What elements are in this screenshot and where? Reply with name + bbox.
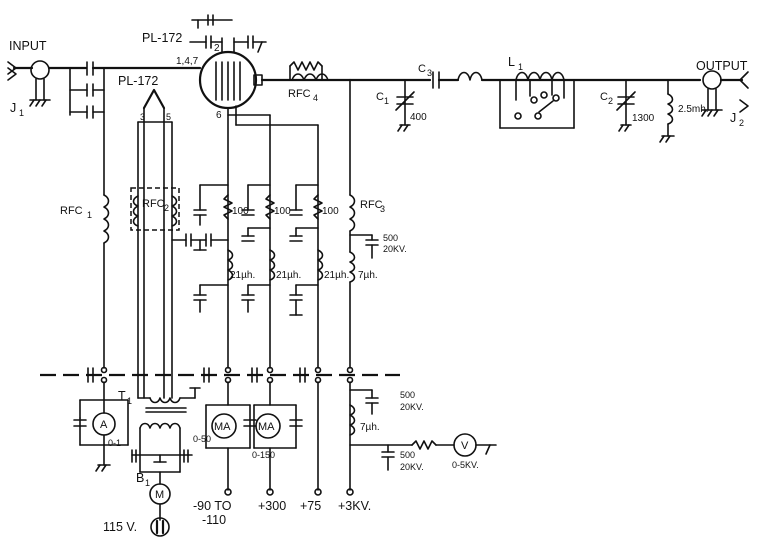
cap500b-top: 500 xyxy=(400,390,415,400)
cap500c-top: 500 xyxy=(400,450,415,460)
pin2-label: 2 xyxy=(214,43,220,54)
rfc3-label: RFC xyxy=(360,199,383,211)
cap500c-bottom: 20KV. xyxy=(400,462,424,472)
meter-ma2-label: MA xyxy=(258,421,275,433)
supply-terminals xyxy=(224,488,354,496)
pins-147-label: 1,4,7 xyxy=(176,56,199,67)
c2-value: 1300 xyxy=(632,113,655,124)
b1-subscript: 1 xyxy=(145,478,150,488)
ind7b-label: 7µh. xyxy=(360,422,380,433)
cap500b-bottom: 20KV. xyxy=(400,402,424,412)
screen-milliammeter xyxy=(253,404,303,491)
main-tube-pl-172 xyxy=(198,37,352,369)
output-tank-circuit xyxy=(348,71,702,132)
b1-label: B xyxy=(136,471,144,485)
supply-grid-label-b: -110 xyxy=(202,513,226,527)
grid-bias-network xyxy=(193,184,234,313)
ind21a-label: 21µh. xyxy=(230,270,255,281)
rfc1-choke xyxy=(103,194,110,369)
suppressor-bias-network xyxy=(289,184,324,316)
l1-label: L xyxy=(508,55,515,69)
rfc4-label: RFC xyxy=(288,88,311,100)
meter-a-label: A xyxy=(100,419,108,431)
rectifier-tube-pl-172 xyxy=(137,88,173,399)
chassis-divider xyxy=(40,366,400,491)
r100a-label: 100 xyxy=(232,206,249,217)
meter-ma2-range: 0-150 xyxy=(252,450,275,460)
tube-rect-label: PL-172 xyxy=(118,74,158,88)
c2-label: C xyxy=(600,91,608,103)
motor-label: M xyxy=(155,489,164,501)
mains-label: 115 V. xyxy=(103,520,137,534)
t1-filament-transformer xyxy=(131,387,201,537)
supply-grid-label-a: -90 TO xyxy=(193,499,232,513)
filament-ammeter xyxy=(73,399,129,472)
pin3-label: 3 xyxy=(140,112,145,122)
pin6-label: 6 xyxy=(216,110,222,121)
c2-subscript: 2 xyxy=(608,96,613,106)
meter-ma1-label: MA xyxy=(214,421,231,433)
output-choke-value: 2.5mh. xyxy=(678,104,709,115)
rfc2-choke xyxy=(130,187,180,231)
c3-label: C xyxy=(418,63,426,75)
ind21c-label: 21µh. xyxy=(324,270,349,281)
output-rf-choke xyxy=(659,79,675,143)
tube-main-label: PL-172 xyxy=(142,31,182,45)
tube-bypass-capacitors xyxy=(189,14,267,53)
cap500a-bottom: 20KV. xyxy=(383,244,407,254)
ind7a-label: 7µh. xyxy=(358,270,378,281)
input-label: INPUT xyxy=(9,39,47,53)
j2-subscript: 2 xyxy=(739,118,744,128)
rfc4-subscript: 4 xyxy=(313,93,318,103)
t1-label: T xyxy=(118,389,126,403)
meter-ma1-range: 0-50 xyxy=(193,434,211,444)
l1-tapped-coil xyxy=(499,71,575,129)
t1-subscript: 1 xyxy=(127,396,132,406)
j2-label: J xyxy=(730,111,736,125)
input-coupling-capacitors xyxy=(69,61,202,196)
c2-load-capacitor xyxy=(616,79,636,132)
supply-300-label: +300 xyxy=(258,499,286,513)
input-connector-j1 xyxy=(7,60,88,107)
pin5-label: 5 xyxy=(166,112,171,122)
l1-subscript: 1 xyxy=(518,62,523,72)
j1-subscript: 1 xyxy=(19,108,24,118)
rfc2-label: RFC xyxy=(142,198,165,210)
c3-subscript: 3 xyxy=(427,68,432,78)
rfc3-plate-choke xyxy=(349,79,379,369)
rfc2-subscript: 2 xyxy=(164,203,169,213)
output-label: OUTPUT xyxy=(696,59,748,73)
meter-v-label: V xyxy=(461,440,469,452)
rfc1-label: RFC xyxy=(60,205,83,217)
screen-bias-network xyxy=(241,184,276,313)
meter-a-range: 0-1 xyxy=(108,438,121,448)
c1-subscript: 1 xyxy=(384,96,389,106)
meter-v-range: 0-5KV. xyxy=(452,460,479,470)
hv-filter-network xyxy=(349,389,497,471)
rfc3-subscript: 3 xyxy=(380,204,385,214)
supply-3kv-label: +3KV. xyxy=(338,499,371,513)
ind21b-label: 21µh. xyxy=(276,270,301,281)
cap500a-top: 500 xyxy=(383,233,398,243)
filament-bypass-capacitors xyxy=(171,233,229,251)
c1-value: 400 xyxy=(410,112,427,123)
r100c-label: 100 xyxy=(322,206,339,217)
output-connector-j2 xyxy=(701,70,749,117)
c1-label: C xyxy=(376,91,384,103)
r100b-label: 100 xyxy=(274,206,291,217)
grid-milliammeter xyxy=(205,404,257,491)
supply-75-label: +75 xyxy=(300,499,321,513)
j1-label: J xyxy=(10,101,16,115)
rfc4-choke-resistor xyxy=(289,61,329,81)
rfc1-subscript: 1 xyxy=(87,210,92,220)
